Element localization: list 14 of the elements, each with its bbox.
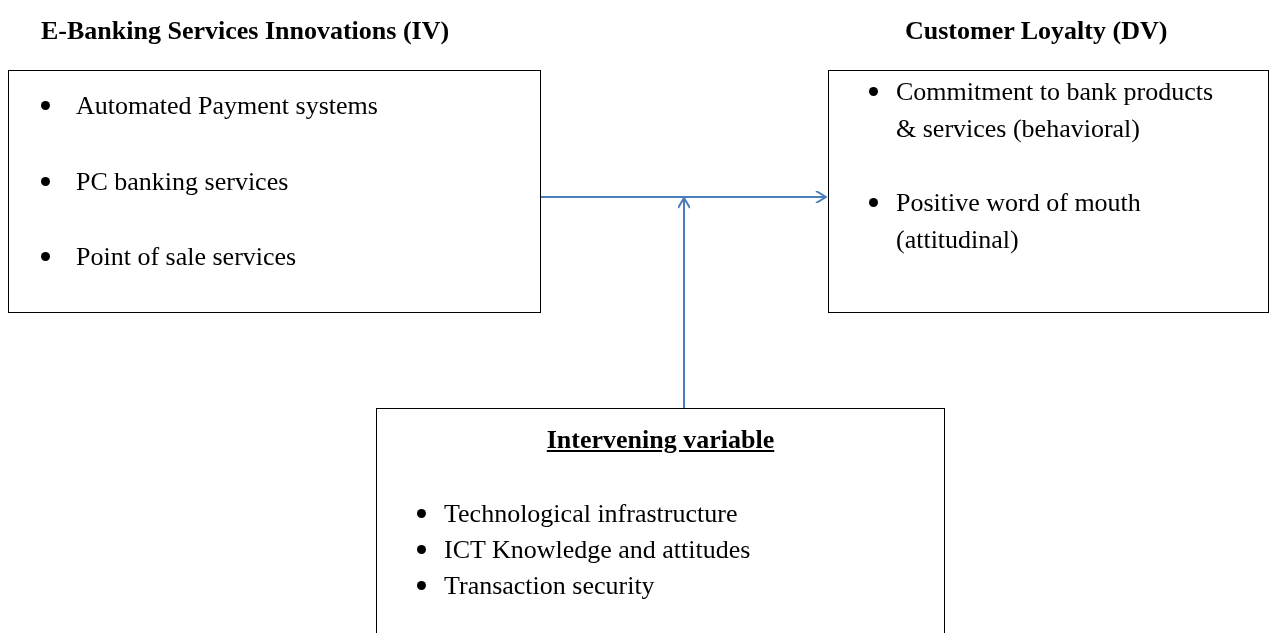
bullet-text: Technological infrastructure (444, 498, 739, 530)
bullet-text: Commitment to bank products & services (behavioral) (896, 76, 1215, 145)
bullet-text: ICT Knowledge and attitudes (444, 534, 752, 566)
bullet-text: PC banking services (76, 166, 290, 198)
heading: Intervening variable (545, 425, 776, 455)
text-box (376, 408, 945, 633)
bullet-text: Automated Payment systems (76, 90, 379, 122)
arrow (540, 190, 827, 204)
heading: E-Banking Services Innovations (IV) (41, 16, 450, 46)
bullet-text: Positive word of mouth (attitudinal) (896, 187, 1142, 256)
arrow (677, 197, 691, 409)
heading: Customer Loyalty (DV) (905, 16, 1168, 46)
bullet-text: Point of sale services (76, 241, 298, 273)
bullet-text: Transaction security (444, 570, 656, 602)
